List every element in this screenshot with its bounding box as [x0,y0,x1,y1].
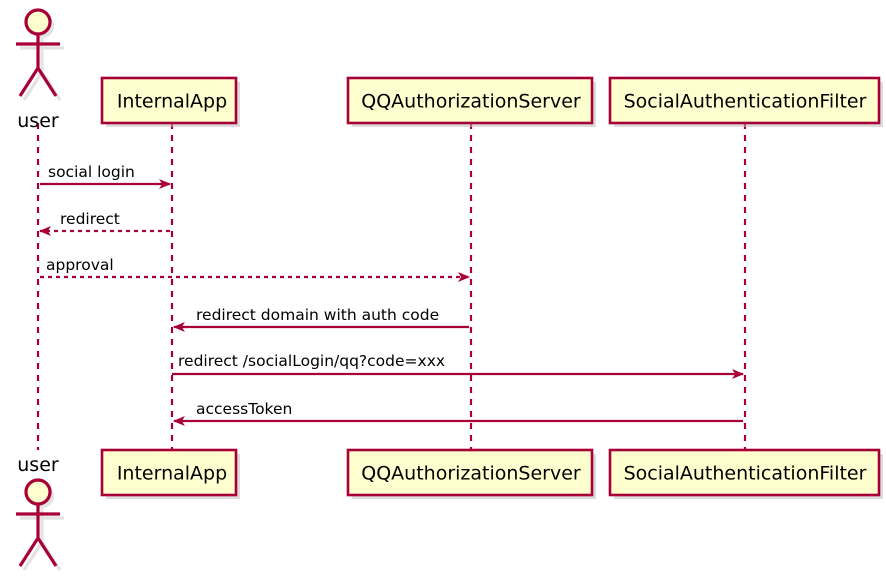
participant-boxes-layer: InternalAppInternalAppQQAuthorizationSer… [100,76,883,499]
message-label-2: redirect [60,210,120,228]
actor-bottom[interactable]: user [16,454,64,571]
message-label-4: redirect domain with auth code [196,306,439,324]
actor-head-icon [24,8,52,36]
participant-box-qqserver-top[interactable]: QQAuthorizationServer [346,76,596,127]
actor-body-icon [16,504,60,567]
participant-box-rect [100,76,238,125]
message-3[interactable]: approval [40,256,470,282]
message-1[interactable]: social login [40,163,171,189]
participant-box-internalapp-bottom[interactable]: InternalApp [100,448,240,499]
participant-box-rect [346,448,594,497]
actor-figures-layer: user user [16,8,64,571]
participant-label-qqserver: QQAuthorizationServer [361,91,581,113]
message-label-3: approval [46,256,114,274]
message-2[interactable]: redirect [39,210,170,236]
actor-head-icon [24,478,52,506]
message-label-5: redirect /socialLogin/qq?code=xxx [178,352,445,370]
actor-label-bottom: user [17,454,59,476]
message-5[interactable]: redirect /socialLogin/qq?code=xxx [172,352,744,379]
actor-body-icon [16,34,60,97]
lifelines-layer [36,123,747,450]
participant-box-socialfilter-top[interactable]: SocialAuthenticationFilter [608,76,883,127]
participant-label-internalapp: InternalApp [117,463,227,485]
actor-label-top: user [17,110,59,132]
participant-box-rect [608,76,881,125]
messages-layer: social login redirect approval redirect dom… [39,163,744,426]
participant-label-qqserver: QQAuthorizationServer [361,463,581,485]
message-label-6: accessToken [196,400,292,418]
message-6[interactable]: accessToken [173,400,743,426]
actor-top[interactable]: user [16,8,64,132]
participant-box-socialfilter-bottom[interactable]: SocialAuthenticationFilter [608,448,883,499]
participant-box-qqserver-bottom[interactable]: QQAuthorizationServer [346,448,596,499]
participant-box-rect [100,448,238,497]
participant-box-internalapp-top[interactable]: InternalApp [100,76,240,127]
message-label-1: social login [48,163,135,181]
message-4[interactable]: redirect domain with auth code [173,306,469,332]
participant-box-rect [346,76,594,125]
participant-box-rect [608,448,881,497]
participant-label-socialfilter: SocialAuthenticationFilter [624,91,867,113]
participant-label-socialfilter: SocialAuthenticationFilter [624,463,867,485]
participant-label-internalapp: InternalApp [117,91,227,113]
